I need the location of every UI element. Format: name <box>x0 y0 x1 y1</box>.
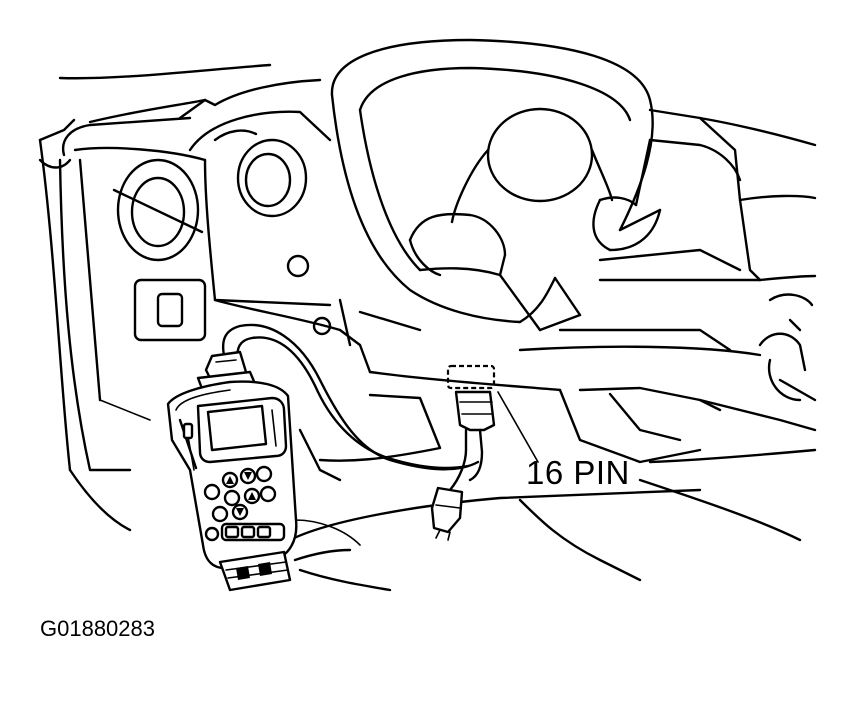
steering-wheel-icon <box>330 38 662 332</box>
dlc-16-pin-connector-icon <box>430 364 496 541</box>
right-dashboard <box>518 108 817 464</box>
floor-lines <box>288 428 817 592</box>
callout-leader-line <box>497 391 539 463</box>
connector-callout-label: 16 PIN <box>526 454 630 491</box>
figure-id: G01880283 <box>40 616 155 641</box>
dashboard-panel <box>38 63 562 532</box>
handheld-scan-tool-icon <box>166 350 298 592</box>
scan-tool-cable <box>221 323 480 471</box>
